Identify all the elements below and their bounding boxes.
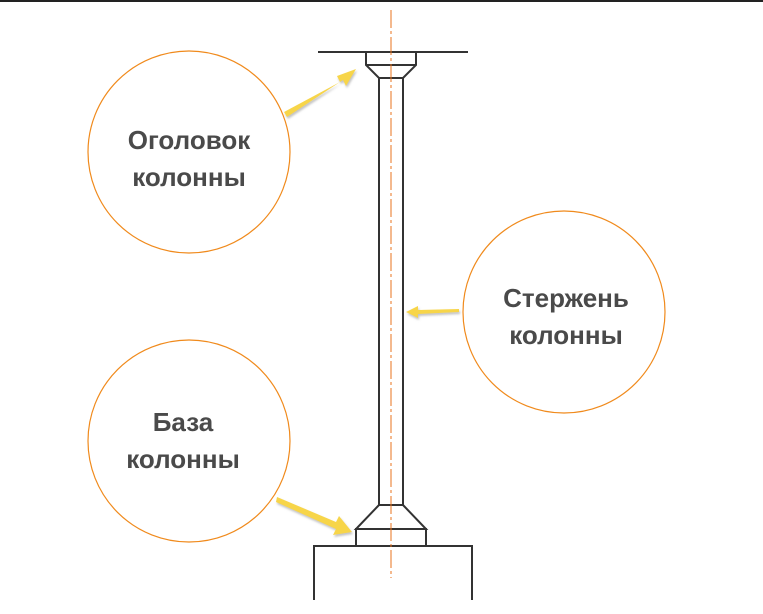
callout-circle-shaft: [462, 210, 666, 414]
callout-circle-base: [87, 339, 291, 543]
label-capital: Оголовок колонны: [89, 122, 289, 196]
label-shaft-line2: колонны: [509, 320, 623, 350]
arrow-icon-base: [276, 497, 352, 535]
label-capital-line2: колонны: [132, 162, 246, 192]
label-base: База колонны: [83, 404, 283, 478]
label-base-line2: колонны: [126, 444, 240, 474]
callout-circle-capital: [87, 50, 291, 254]
label-base-line1: База: [152, 407, 214, 437]
label-shaft-line1: Стержень: [503, 283, 629, 313]
foundation: [313, 545, 473, 600]
column-outline: [313, 51, 473, 600]
label-capital-line1: Оголовок: [127, 125, 251, 155]
arrow-icon-capital: [284, 69, 356, 117]
label-shaft: Стержень колонны: [466, 280, 666, 354]
arrow-icon-shaft: [406, 306, 459, 318]
